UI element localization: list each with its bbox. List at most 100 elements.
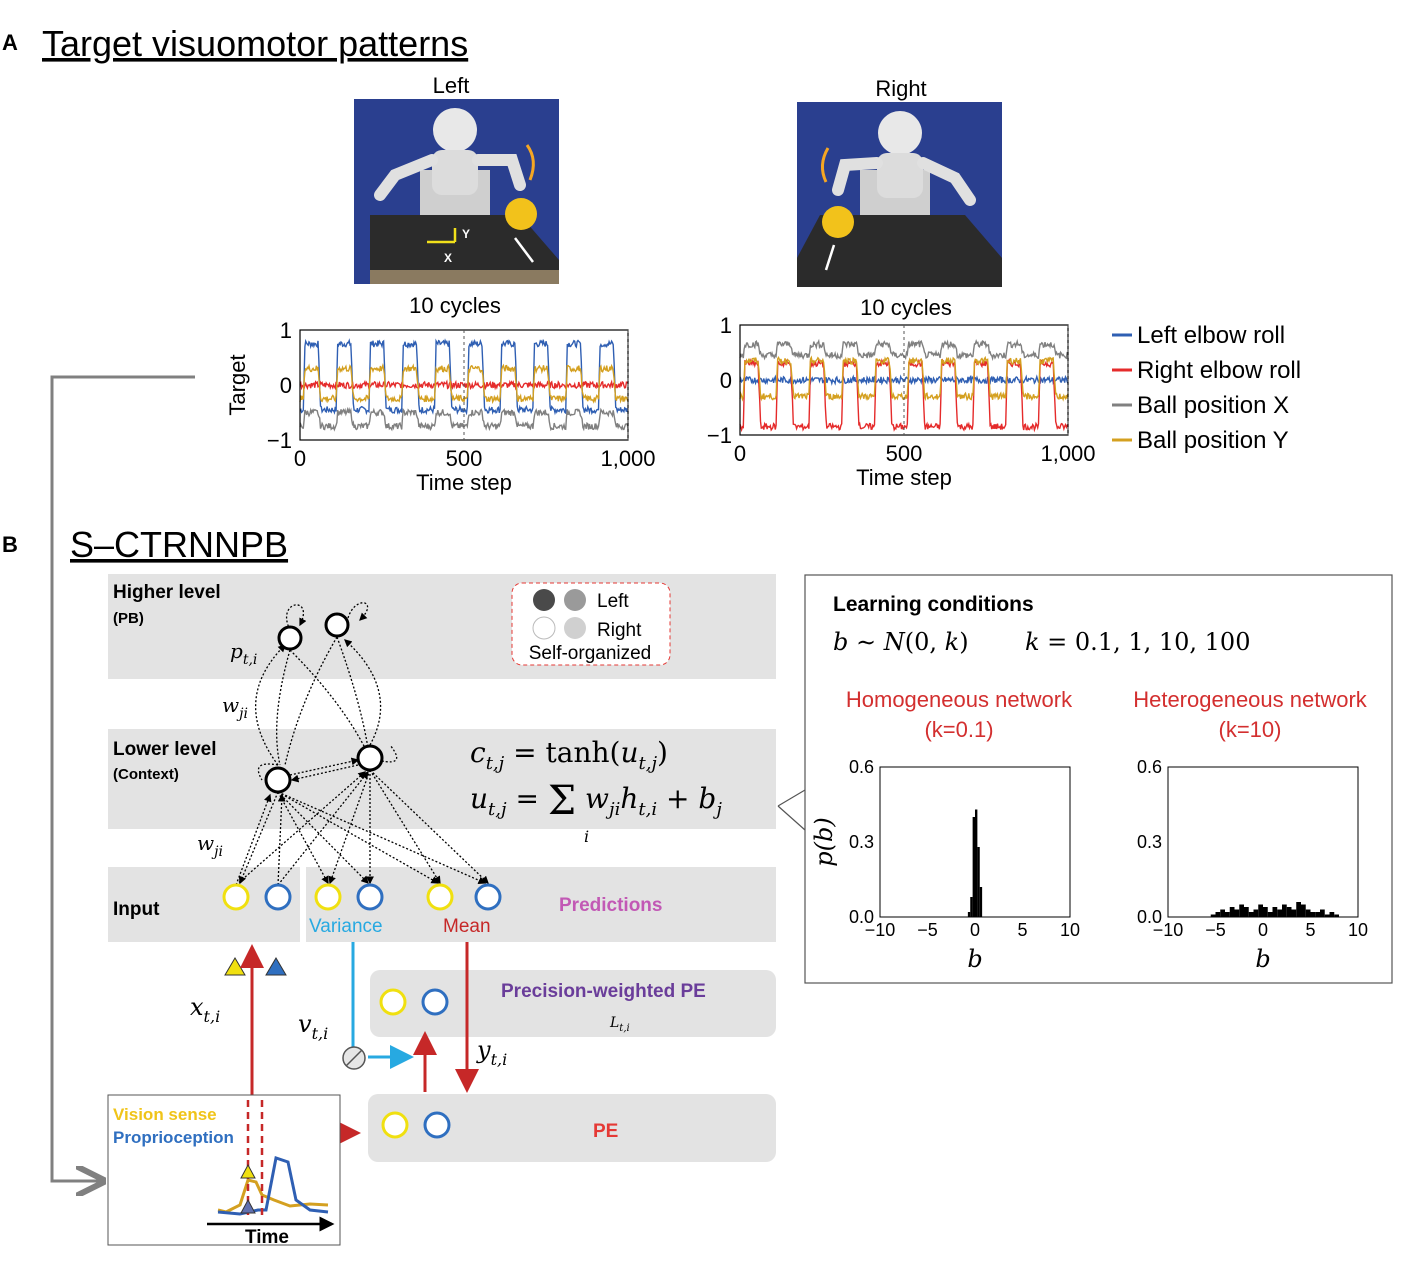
hist-bar [1272,907,1278,917]
mean-label: Mean [443,916,491,937]
left-photo-label: Left [433,73,470,98]
y-tick-label: −1 [267,428,292,453]
hist-bar [1301,904,1306,917]
x-tick-label: 5 [1017,920,1027,940]
homog-sub: (k=0.1) [924,717,993,742]
hist-bar [1320,909,1325,917]
x-tick-label: 0 [1258,920,1268,940]
symbol-y: yt,i [476,1036,507,1069]
hist-bar [972,817,975,917]
x-tick-label: −5 [1205,920,1226,940]
x-tick-label: 10 [1060,920,1080,940]
hist-bar [1215,912,1221,917]
x-axis-label: Time step [416,470,512,495]
series-line-1 [299,338,629,416]
self-organized-legend: Left Right Self-organized [511,582,671,666]
y-tick-label: 1 [280,318,292,343]
x-tick-label: 0 [294,446,306,471]
pb-node-right [324,612,350,638]
photo-axis-x: X [444,251,452,265]
legend-caption: Self-organized [529,643,652,664]
x-tick-label: −5 [917,920,938,940]
network-connections [235,602,489,886]
proprio-triangle [265,957,287,976]
panel-a-title: Target visuomotor patterns [42,23,468,64]
context-node-left [264,766,292,794]
pe-proprio-node [423,1111,451,1139]
heter-sub: (k=10) [1219,717,1282,742]
hist-bar [970,897,973,917]
learning-formula: b ∼ N(0, k)k = 0.1, 1, 10, 100 [833,628,1250,656]
hist-bar [1291,909,1297,917]
x-tick-label: 0 [970,920,980,940]
panel-a-letter: A [2,30,18,55]
lower-level-sub: (Context) [113,766,179,783]
mean-proprio-node [474,883,502,911]
panel-b-title: S–CTRNNPB [70,524,288,565]
symbol-x: xt,i [190,993,220,1026]
heter-title: Heterogeneous network [1133,687,1368,712]
hist-bar [1210,914,1216,917]
hist-bar [1220,909,1225,917]
sensory-input-inset: Vision sense Proprioception Time [107,1094,341,1248]
y-tick-label: 0.3 [1137,832,1162,852]
legend-label: Right elbow roll [1137,357,1301,384]
series-line-3 [299,406,629,432]
precision-pe-label: Precision-weighted PE [501,981,706,1002]
y-tick-label: 0.3 [849,832,874,852]
hist-bar [977,847,980,917]
symbol-w-upper: wji [222,693,248,722]
precision-proprio-node [421,988,449,1016]
series-line-4 [299,362,629,405]
symbol-w-lower: wji [197,831,223,860]
hist-bar [979,887,983,917]
legend-label: Ball position X [1137,392,1289,419]
hist-bar [1225,912,1230,917]
x-tick-label: 10 [1348,920,1368,940]
homog-title: Homogeneous network [846,687,1073,712]
predictions-label: Predictions [559,895,662,916]
input-proprio-node [264,883,292,911]
hist-bar [1263,907,1268,917]
hist-bar [1315,912,1320,917]
x-tick-label: 500 [446,446,483,471]
y-tick-label: −1 [707,423,732,448]
left-robot-photo: X Y [354,99,559,284]
y-tick-label: 0.6 [849,757,874,777]
hist-bar [1234,909,1240,917]
vision-sense-label: Vision sense [113,1105,217,1124]
x-tick-label: −10 [865,920,896,940]
x-axis-label: Time step [856,465,952,490]
hist-bar [1277,909,1282,917]
hist-bar [1282,904,1287,917]
hist-bar [1253,909,1259,917]
pe-box [368,1094,776,1162]
hist-bar [1310,912,1316,917]
mean-vision-node [426,883,454,911]
y-tick-label: 0.6 [1137,757,1162,777]
variance-vision-node [314,883,342,911]
hist-bar [1267,912,1273,917]
feedback-path [50,375,195,1181]
hist-bar [1324,914,1330,917]
predictions-box [306,867,776,942]
hist-bar [975,809,978,917]
hist-bar [1286,907,1292,917]
hist-bar [1239,904,1244,917]
hist-bar [1296,902,1301,917]
pb-node-left [277,625,303,651]
symbol-v: vt,i [298,1010,328,1043]
precision-vision-node [379,988,407,1016]
hist-bar [1244,907,1249,917]
callout-lines [777,789,806,831]
x-tick-label: 500 [886,441,923,466]
right-photo-label: Right [875,76,926,101]
x-tick-label: 5 [1305,920,1315,940]
x-tick-label: 0 [734,441,746,466]
lower-level-box [108,729,776,829]
input-vision-node [222,883,250,911]
y-tick-label: 1 [720,313,732,338]
series-line-2 [739,357,1069,433]
